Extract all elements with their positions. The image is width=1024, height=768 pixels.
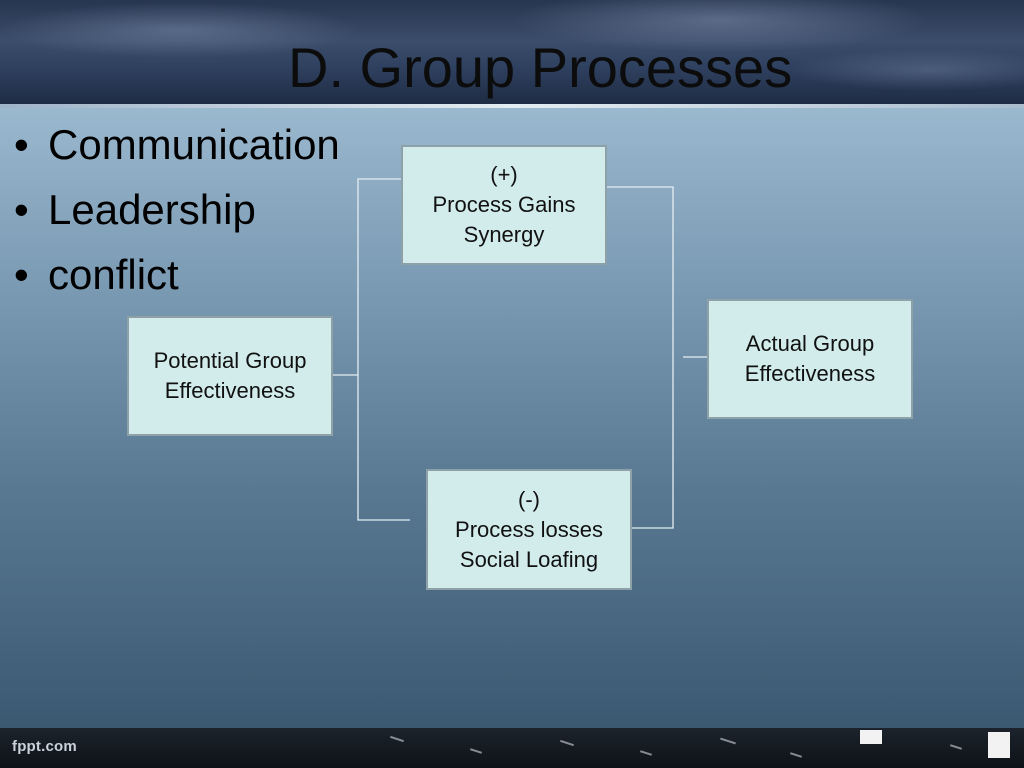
bullet-list: • Communication • Leadership • conflict bbox=[14, 118, 340, 313]
bullet-dot: • bbox=[14, 186, 29, 233]
node-potential-group-effectiveness: Potential Group Effectiveness bbox=[127, 316, 333, 436]
node-text-line: Effectiveness bbox=[164, 378, 296, 403]
footer-logo: fppt.com bbox=[12, 738, 77, 755]
connector-lines bbox=[333, 178, 707, 529]
bullet-dot: • bbox=[14, 251, 29, 298]
node-text-line: Effectiveness bbox=[744, 361, 876, 386]
bullet-item-conflict: • conflict bbox=[14, 248, 340, 313]
node-text-line: (-) bbox=[518, 486, 540, 512]
node-process-gains: (+) Process Gains Synergy bbox=[401, 145, 607, 265]
node-text-line: Potential Group bbox=[153, 348, 307, 373]
bullet-text: conflict bbox=[48, 251, 179, 298]
bullet-item-leadership: • Leadership bbox=[14, 183, 340, 248]
bullet-text: Communication bbox=[48, 121, 340, 168]
node-text-line: Synergy bbox=[463, 222, 545, 247]
connector-branch-to-losses bbox=[357, 375, 410, 521]
header-band bbox=[0, 0, 1024, 108]
node-actual-group-effectiveness: Actual Group Effectiveness bbox=[707, 299, 913, 419]
footer-band bbox=[0, 728, 1024, 768]
node-process-losses: (-) Process losses Social Loafing bbox=[426, 469, 632, 590]
node-text-line: Process Gains bbox=[432, 192, 576, 217]
slide-title: D. Group Processes bbox=[288, 36, 793, 99]
connector-potential-to-branches bbox=[333, 178, 401, 376]
node-text-line: Process losses bbox=[455, 516, 603, 542]
connector-gains-to-actual bbox=[607, 186, 674, 529]
node-text-line: (+) bbox=[490, 162, 518, 187]
node-text-line: Social Loafing bbox=[459, 546, 599, 572]
bullet-item-communication: • Communication bbox=[14, 118, 340, 183]
bullet-text: Leadership bbox=[48, 186, 256, 233]
bullet-dot: • bbox=[14, 121, 29, 168]
node-text-line: Actual Group bbox=[745, 331, 875, 356]
